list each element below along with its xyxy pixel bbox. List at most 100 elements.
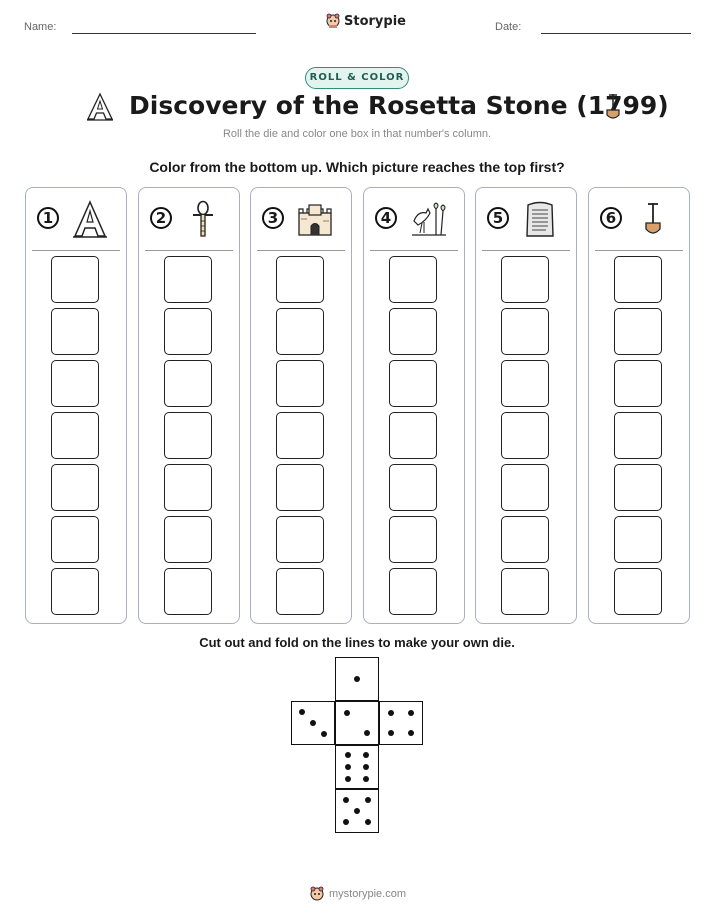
color-box[interactable] [164,516,212,563]
die-pip [407,729,414,736]
footer: mystorypie.com [310,886,406,902]
die-pip [343,797,349,803]
column-number: 4 [375,207,397,229]
storypie-mascot-icon [310,886,324,901]
color-box[interactable] [614,256,662,303]
color-box[interactable] [614,464,662,511]
die-face-2 [335,701,379,745]
column-3: 3 [250,187,352,624]
color-box[interactable] [501,360,549,407]
color-box[interactable] [389,360,437,407]
color-box[interactable] [276,568,324,615]
die-face-5 [335,789,379,833]
die-pip [310,720,316,726]
name-label: Name: [24,21,57,33]
die-pip [362,751,369,758]
storypie-mascot-icon [326,13,340,28]
die-pip [362,764,369,770]
color-box[interactable] [389,464,437,511]
brand-logo: Storypie [326,13,406,29]
color-box[interactable] [51,516,99,563]
color-box[interactable] [389,308,437,355]
color-box[interactable] [164,360,212,407]
color-box[interactable] [51,568,99,615]
column-5: 5 [475,187,577,624]
color-box[interactable] [614,516,662,563]
color-box[interactable] [614,568,662,615]
die-pip [354,808,360,814]
color-box[interactable] [276,464,324,511]
color-box[interactable] [614,308,662,355]
color-box[interactable] [276,412,324,459]
color-box[interactable] [51,464,99,511]
color-box[interactable] [501,256,549,303]
column-divider [595,250,683,251]
color-box[interactable] [501,308,549,355]
die-pip [344,710,351,717]
column-divider [370,250,458,251]
footer-url[interactable]: mystorypie.com [329,888,407,900]
name-line[interactable] [72,33,256,34]
die-pip [362,776,369,783]
color-box[interactable] [389,256,437,303]
column-divider [257,250,345,251]
color-box[interactable] [501,568,549,615]
subtitle: Roll the die and color one box in that n… [222,128,492,140]
die-pip [388,729,395,736]
color-box[interactable] [51,360,99,407]
column-number: 1 [37,207,59,229]
color-box[interactable] [164,568,212,615]
color-box[interactable] [614,360,662,407]
color-box[interactable] [164,308,212,355]
castle-icon [295,199,335,239]
column-number: 2 [150,207,172,229]
color-box[interactable] [501,516,549,563]
column-number: 3 [262,207,284,229]
column-divider [32,250,120,251]
color-box[interactable] [51,308,99,355]
shovel-icon [606,94,620,119]
column-divider [145,250,233,251]
date-label: Date: [495,21,522,33]
die-pip [345,764,352,770]
color-box[interactable] [389,516,437,563]
letter-a-icon [86,92,114,121]
die-pip [321,731,327,737]
roll-color-badge: ROLL & COLOR [305,67,409,89]
color-box[interactable] [164,256,212,303]
column-number: 6 [600,207,622,229]
die-pip [345,776,352,783]
color-box[interactable] [614,412,662,459]
color-box[interactable] [276,360,324,407]
color-box[interactable] [51,256,99,303]
date-line[interactable] [541,33,691,34]
page-title: Discovery of the Rosetta Stone (1799) [129,91,669,120]
die-pip [345,751,352,758]
die-pip [407,710,414,717]
die-pip [299,709,305,715]
color-box[interactable] [501,464,549,511]
column-4: 4 [363,187,465,624]
column-number: 5 [487,207,509,229]
color-box[interactable] [389,412,437,459]
die-pip [365,819,371,825]
color-box[interactable] [389,568,437,615]
die-face-3 [291,701,335,745]
column-6: 6 [588,187,690,624]
die-pip [365,797,371,803]
ankh-icon [183,199,223,239]
color-box[interactable] [51,412,99,459]
die-pip [354,676,360,682]
color-box[interactable] [501,412,549,459]
brand-name: Storypie [344,13,406,29]
color-box[interactable] [164,412,212,459]
color-box[interactable] [276,308,324,355]
color-box[interactable] [276,256,324,303]
die-pip [363,729,370,736]
instruction-text: Color from the bottom up. Which picture … [149,159,565,175]
color-box[interactable] [276,516,324,563]
die-face-6 [335,745,379,789]
die-face-1 [335,657,379,701]
column-1: 1 [25,187,127,624]
color-box[interactable] [164,464,212,511]
